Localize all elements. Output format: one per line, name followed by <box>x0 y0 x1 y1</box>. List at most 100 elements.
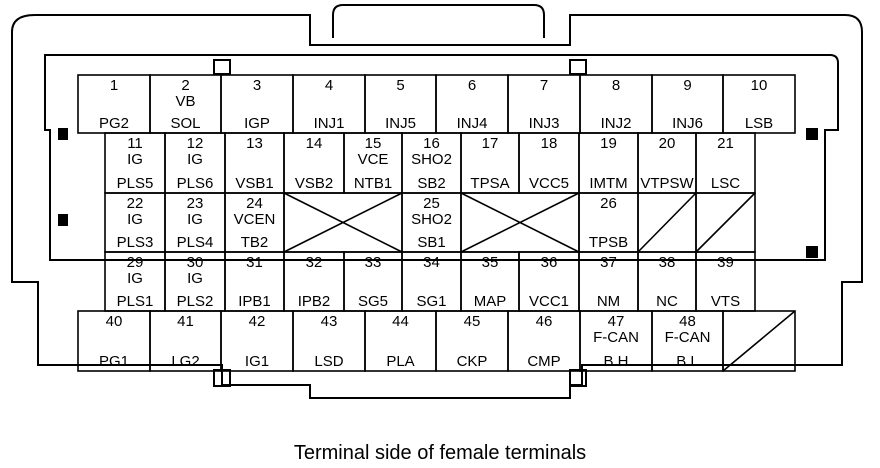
pin-function: LSD <box>314 353 343 370</box>
top-tab-right <box>569 59 587 75</box>
pin-number: 33 <box>365 254 382 271</box>
pin-number: 43 <box>321 313 338 330</box>
pin-function: LSB <box>745 115 773 132</box>
pin-function: IPB2 <box>298 293 331 310</box>
pin-number: 42 <box>249 313 266 330</box>
pin-number: 4 <box>325 77 333 94</box>
pin-function: IGP <box>244 115 270 132</box>
pin-function: B H <box>603 353 628 370</box>
bottom-tab-right <box>569 369 587 387</box>
pin-function-top: SHO2 <box>411 211 452 228</box>
pin-number: 47 <box>608 313 625 330</box>
pin-number: 21 <box>717 135 734 152</box>
pin-function-top: VCEN <box>234 211 276 228</box>
pin-function: MAP <box>474 293 507 310</box>
top-tab-left <box>213 59 231 75</box>
pin-number: 44 <box>392 313 409 330</box>
pin-number: 25 <box>423 195 440 212</box>
pin-function: VCC1 <box>529 293 569 310</box>
pin-function-top: VCE <box>358 151 389 168</box>
pin-function-top: IG <box>187 151 203 168</box>
pin-number: 16 <box>423 135 440 152</box>
pin-number: 19 <box>600 135 617 152</box>
pin-cell-10 <box>722 74 796 134</box>
pin-number: 48 <box>679 313 696 330</box>
pin-function: VTPSW <box>640 175 694 192</box>
pin-number: 38 <box>659 254 676 271</box>
key-square-left-lower <box>58 214 68 226</box>
blank-cell <box>722 310 796 372</box>
cross-line <box>460 192 580 253</box>
pin-number: 30 <box>187 254 204 271</box>
key-square-right-lower <box>806 246 818 258</box>
pin-function: TPSB <box>589 234 628 251</box>
pin-number: 7 <box>540 77 548 94</box>
connector-latch <box>332 4 545 38</box>
pin-function-top: IG <box>187 270 203 287</box>
pin-number: 3 <box>253 77 261 94</box>
pin-function: IMTM <box>589 175 627 192</box>
pin-number: 23 <box>187 195 204 212</box>
pin-number: 17 <box>482 135 499 152</box>
pin-function: INJ4 <box>457 115 488 132</box>
pin-number: 31 <box>246 254 263 271</box>
pin-function: PLS2 <box>177 293 214 310</box>
pin-function: VSB1 <box>235 175 273 192</box>
pin-function-top: F-CAN <box>593 329 639 346</box>
pin-function: B L <box>676 353 699 370</box>
pin-number: 8 <box>612 77 620 94</box>
pin-number: 32 <box>306 254 323 271</box>
pin-number: 18 <box>541 135 558 152</box>
diagonal-line <box>637 192 697 253</box>
pin-function-top: IG <box>127 211 143 228</box>
pin-function: PG2 <box>99 115 129 132</box>
pin-number: 37 <box>600 254 617 271</box>
pin-number: 9 <box>683 77 691 94</box>
pin-function: TPSA <box>470 175 509 192</box>
pin-function: CMP <box>527 353 560 370</box>
pin-number: 40 <box>106 313 123 330</box>
pin-function: VCC5 <box>529 175 569 192</box>
pin-function: NTB1 <box>354 175 392 192</box>
pin-number: 36 <box>541 254 558 271</box>
pin-function: NC <box>656 293 678 310</box>
pin-function: PLS6 <box>177 175 214 192</box>
pin-number: 22 <box>127 195 144 212</box>
pin-function: INJ6 <box>672 115 703 132</box>
pin-function: NM <box>597 293 620 310</box>
key-square-left-upper <box>58 128 68 140</box>
pin-function: IPB1 <box>238 293 271 310</box>
pin-number: 41 <box>177 313 194 330</box>
pin-function: PLS1 <box>117 293 154 310</box>
pin-function: INJ3 <box>529 115 560 132</box>
pin-number: 15 <box>365 135 382 152</box>
pin-number: 13 <box>246 135 263 152</box>
pin-number: 20 <box>659 135 676 152</box>
pin-function: PLS4 <box>177 234 214 251</box>
pin-function-top: SHO2 <box>411 151 452 168</box>
pin-function: INJ1 <box>314 115 345 132</box>
pin-function: SOL <box>170 115 200 132</box>
connector-inner-outline <box>44 54 839 261</box>
diagonal-line <box>695 192 756 253</box>
pin-function: CKP <box>457 353 488 370</box>
pin-function: VTS <box>711 293 740 310</box>
pin-number: 39 <box>717 254 734 271</box>
pin-number: 45 <box>464 313 481 330</box>
pin-number: 2 <box>181 77 189 94</box>
pin-number: 5 <box>396 77 404 94</box>
pin-number: 12 <box>187 135 204 152</box>
pin-number: 6 <box>468 77 476 94</box>
pin-number: 24 <box>246 195 263 212</box>
pin-number: 26 <box>600 195 617 212</box>
pin-function: TB2 <box>241 234 269 251</box>
pin-function-top: VB <box>175 93 195 110</box>
pin-function: SG5 <box>358 293 388 310</box>
pin-function-top: IG <box>127 151 143 168</box>
pin-function: PG1 <box>99 353 129 370</box>
pin-function: PLS3 <box>117 234 154 251</box>
diagram-caption: Terminal side of female terminals <box>294 442 586 464</box>
diagonal-line <box>722 310 796 372</box>
pin-function-top: F-CAN <box>665 329 711 346</box>
